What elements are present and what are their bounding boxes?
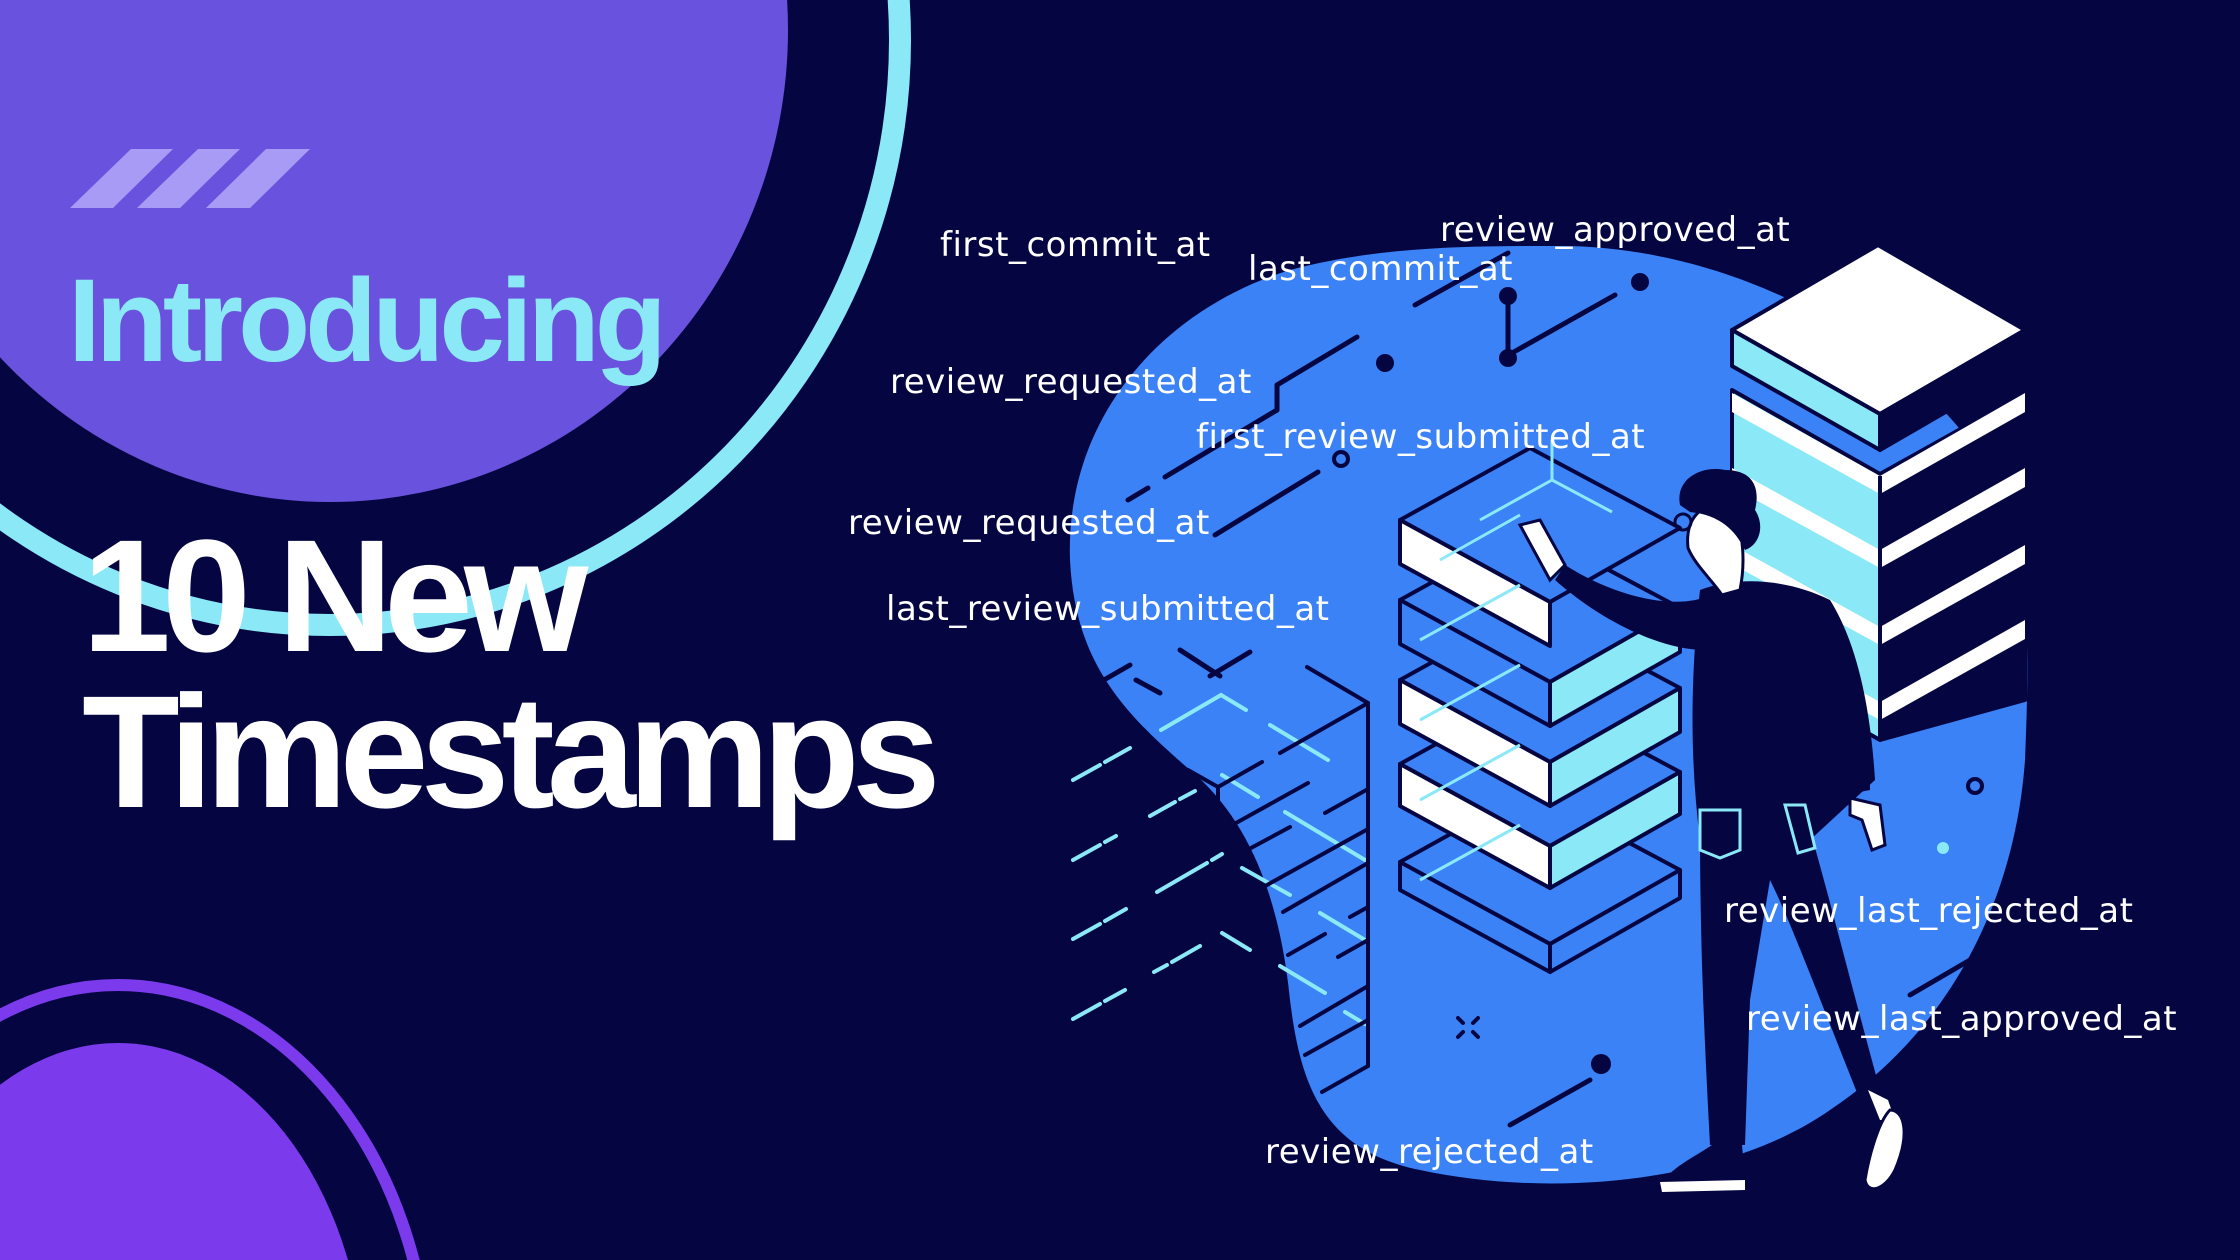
label-first-commit-at: first_commit_at — [940, 225, 1211, 265]
label-review-last-approved-at: review_last_approved_at — [1746, 999, 2178, 1039]
top-ring — [0, 0, 911, 636]
label-first-review-submitted-at: first_review_submitted_at — [1196, 417, 1646, 457]
label-review-approved-at: review_approved_at — [1440, 210, 1791, 250]
label-review-requested-at-1: review_requested_at — [890, 362, 1252, 402]
person-figure — [1517, 469, 1906, 1192]
label-last-review-submitted-at: last_review_submitted_at — [886, 589, 1330, 629]
title-line-2: Timestamps — [82, 662, 941, 841]
label-review-last-rejected-at: review_last_rejected_at — [1724, 891, 2134, 931]
kicker-heading: Introducing — [68, 255, 667, 387]
title-line-1: 10 New — [82, 506, 588, 685]
label-last-commit-at: last_commit_at — [1248, 249, 1514, 289]
bottom-circle — [0, 1043, 348, 1260]
bottom-ring — [0, 979, 420, 1260]
label-review-rejected-at: review_rejected_at — [1265, 1132, 1594, 1172]
top-circle — [0, 0, 788, 502]
label-review-requested-at-2: review_requested_at — [848, 503, 1210, 543]
